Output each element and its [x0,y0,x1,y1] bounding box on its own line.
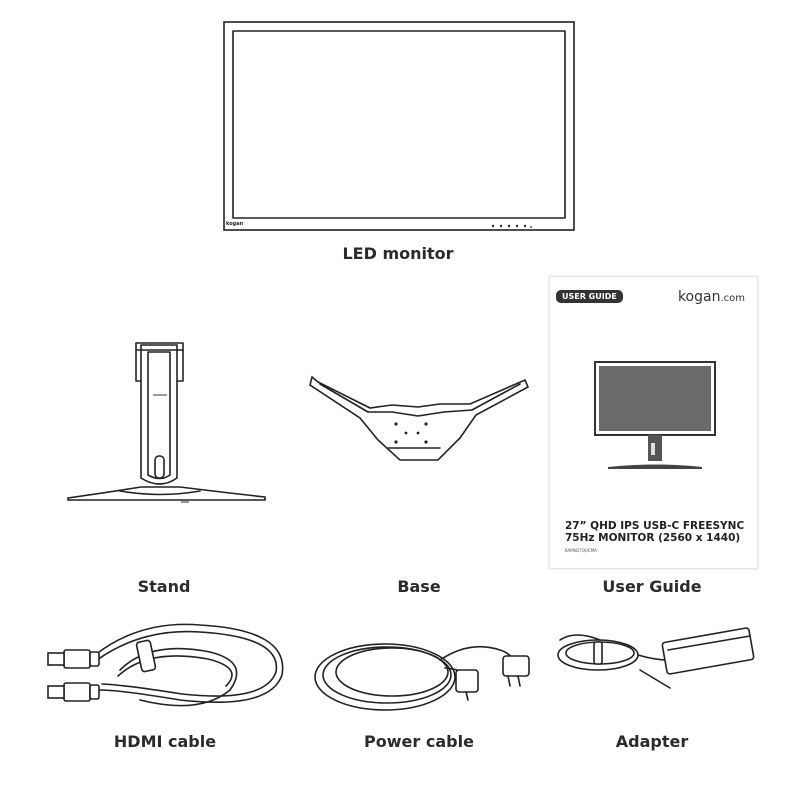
hdmi-cable-caption: HDMI cable [113,732,217,751]
base-caption: Base [397,577,441,596]
monitor-caption: LED monitor [342,244,454,263]
kogan-logo: kogan.com [677,289,745,305]
monitor-brand-mark: kogan [226,221,244,227]
stand-caption: Stand [137,577,191,596]
user-guide-booklet: USER GUIDE kogan.com 27” QHD IPS USB-C F… [549,276,758,569]
power-cable-caption: Power cable [364,732,474,751]
user-guide-model-code: KAMN27QUCMA [565,548,597,553]
user-guide-badge: USER GUIDE [556,290,623,303]
user-guide-title: 27” QHD IPS USB-C FREESYNC 75Hz MONITOR … [565,520,745,544]
adapter-caption: Adapter [615,732,689,751]
user-guide-caption: User Guide [602,577,702,596]
